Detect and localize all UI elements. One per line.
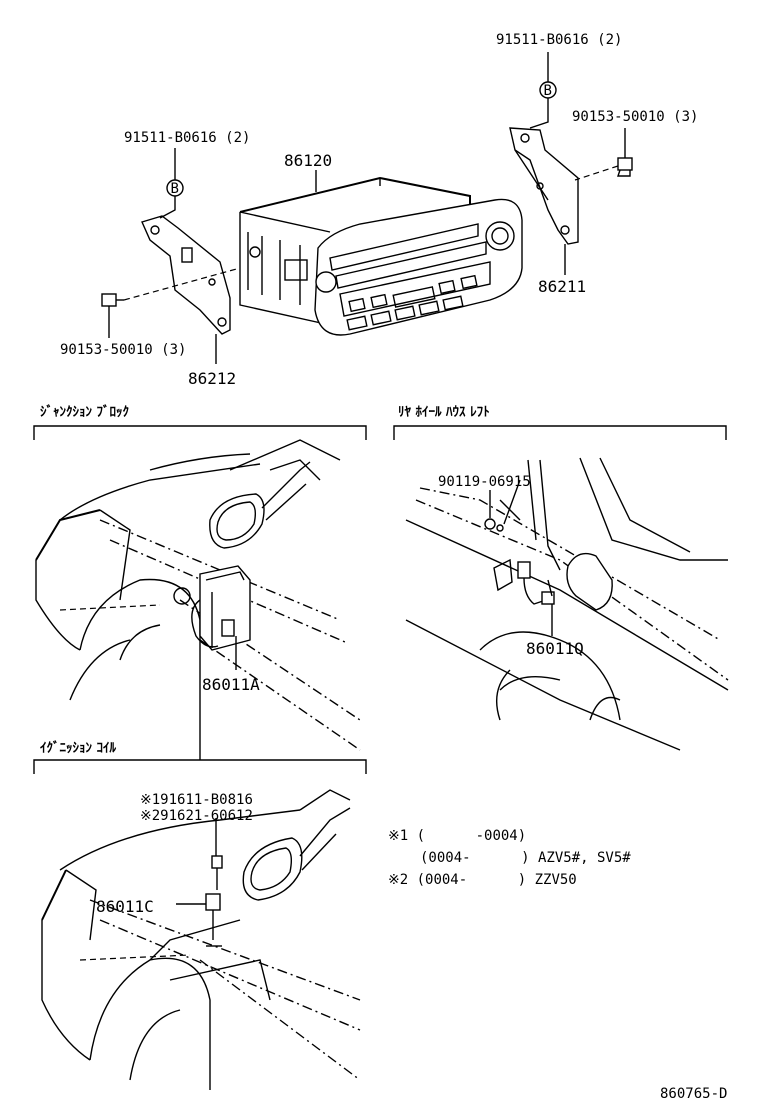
ignition-coil-bracket — [33, 759, 367, 774]
callout-b-left: B — [166, 179, 184, 197]
bracket-left-label: 86212 — [188, 369, 236, 388]
bolt-right-upper-label: 91511-B0616 (2) — [496, 32, 622, 48]
bolt-left-upper-label: 91511-B0616 (2) — [124, 130, 250, 146]
junction-block-part-label: 86011A — [202, 675, 260, 694]
ignition-coil-part-label: 86011C — [96, 897, 154, 916]
ignition-coil-title: ｲｸﾞﾆｯｼｮﾝ ｺｲﾙ — [40, 740, 117, 756]
ignition-coil-bolt1-label: ※191611-B0816 — [140, 792, 253, 808]
right-bracket — [509, 127, 579, 245]
bolt-right — [617, 157, 633, 177]
rear-wheel-house-illustration — [405, 457, 729, 751]
note-line-3: ※2 (0004- ) ZZV50 — [388, 872, 577, 888]
unit-part-label: 86120 — [284, 151, 332, 170]
bracket-right-label: 86211 — [538, 277, 586, 296]
svg-text:B: B — [171, 181, 179, 197]
svg-text:B: B — [544, 83, 552, 99]
note-line-2: (0004- ) AZV5#, SV5# — [420, 850, 631, 866]
diagram-id: 860765-D — [660, 1086, 727, 1102]
ignition-coil-illustration — [41, 789, 361, 1090]
rear-wheel-house-bracket — [393, 425, 727, 440]
bolt-left-label: 90153-50010 (3) — [60, 342, 186, 358]
rear-wheel-house-bolt-label: 90119-06915 — [438, 474, 531, 490]
junction-block-bracket — [33, 425, 367, 440]
callout-b-right: B — [539, 81, 557, 99]
junction-block-title: ｼﾞｬﾝｸｼｮﾝ ﾌﾞﾛｯｸ — [40, 404, 130, 420]
left-bracket — [141, 215, 231, 335]
rear-wheel-house-title: ﾘﾔ ﾎｲｰﾙ ﾊｳｽ ﾚﾌﾄ — [398, 405, 490, 420]
rear-wheel-house-part-label: 86011Q — [526, 639, 584, 658]
note-line-1: ※1 ( -0004) — [388, 828, 526, 844]
junction-block-illustration — [35, 439, 361, 760]
bolt-left — [101, 293, 124, 307]
bolt-right-label: 90153-50010 (3) — [572, 109, 698, 125]
audio-unit-assembly — [239, 176, 523, 336]
ignition-coil-bolt2-label: ※291621-60612 — [140, 808, 253, 824]
